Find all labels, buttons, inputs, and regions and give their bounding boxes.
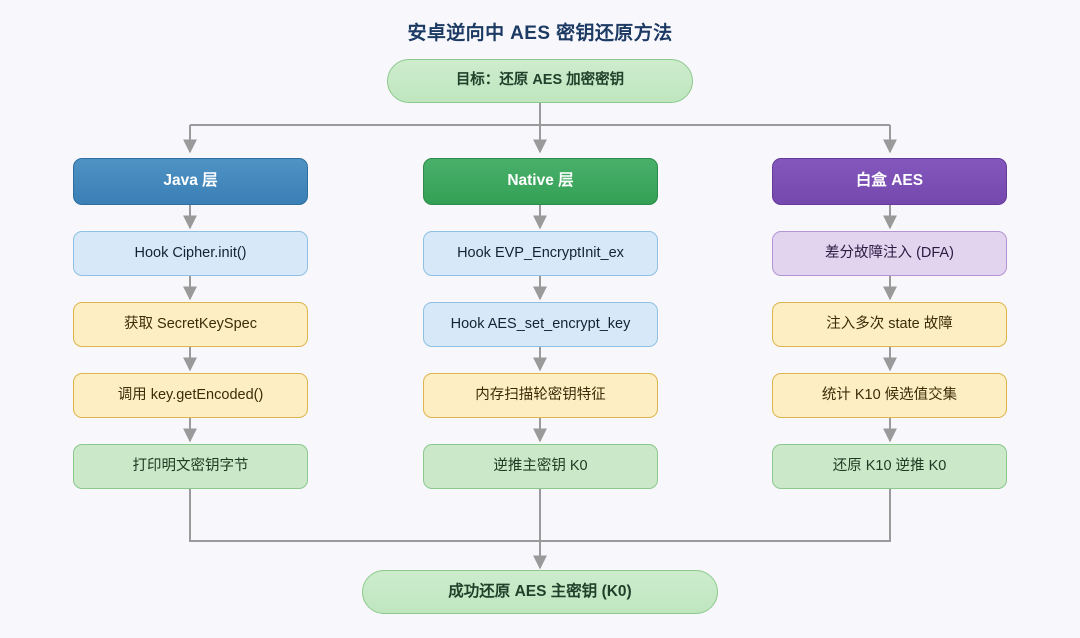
column-header-whitebox[interactable]: 白盒 AES bbox=[772, 158, 1007, 205]
native-step-1[interactable]: Hook EVP_EncryptInit_ex bbox=[423, 231, 658, 276]
whitebox-step-3[interactable]: 统计 K10 候选值交集 bbox=[772, 373, 1007, 418]
native-step-2[interactable]: Hook AES_set_encrypt_key bbox=[423, 302, 658, 347]
column-header-native[interactable]: Native 层 bbox=[423, 158, 658, 205]
native-step-3[interactable]: 内存扫描轮密钥特征 bbox=[423, 373, 658, 418]
java-step-4[interactable]: 打印明文密钥字节 bbox=[73, 444, 308, 489]
column-header-java[interactable]: Java 层 bbox=[73, 158, 308, 205]
java-step-3[interactable]: 调用 key.getEncoded() bbox=[73, 373, 308, 418]
native-step-4[interactable]: 逆推主密钥 K0 bbox=[423, 444, 658, 489]
goal-node[interactable]: 目标：还原 AES 加密密钥 bbox=[387, 59, 693, 103]
java-step-2[interactable]: 获取 SecretKeySpec bbox=[73, 302, 308, 347]
whitebox-step-1[interactable]: 差分故障注入 (DFA) bbox=[772, 231, 1007, 276]
whitebox-step-2[interactable]: 注入多次 state 故障 bbox=[772, 302, 1007, 347]
page-title: 安卓逆向中 AES 密钥还原方法 bbox=[407, 23, 673, 44]
java-step-1[interactable]: Hook Cipher.init() bbox=[73, 231, 308, 276]
whitebox-step-4[interactable]: 还原 K10 逆推 K0 bbox=[772, 444, 1007, 489]
edge-collector-bar bbox=[189, 489, 891, 542]
result-node[interactable]: 成功还原 AES 主密钥 (K0) bbox=[362, 570, 718, 614]
